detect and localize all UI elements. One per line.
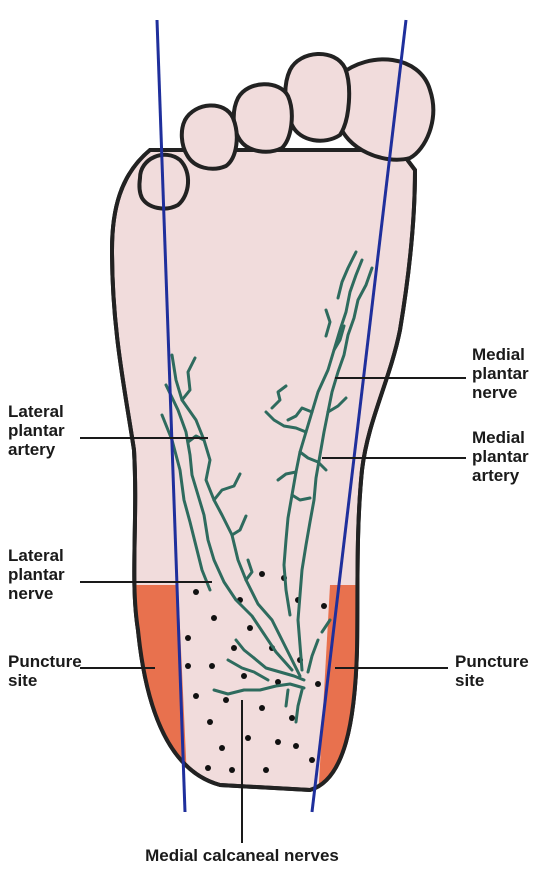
guide-line-right (310, 19, 408, 813)
label-medial-plantar-nerve: Medial plantar nerve (472, 345, 529, 402)
label-puncture-site-right: Puncture site (455, 652, 529, 690)
label-lateral-plantar-artery: Lateral plantar artery (8, 402, 65, 459)
toe-second (283, 52, 352, 143)
leader-lines (80, 377, 466, 843)
toe-fourth (179, 103, 239, 171)
guide-line-left (155, 19, 187, 813)
guide-lines (155, 19, 408, 813)
puncture-zone-left (112, 585, 188, 790)
toe-third (231, 82, 294, 154)
puncture-dots (185, 571, 327, 773)
toes (137, 52, 436, 211)
vessel-network (160, 250, 374, 724)
label-puncture-site-left: Puncture site (8, 652, 82, 690)
label-lateral-plantar-nerve: Lateral plantar nerve (8, 546, 65, 603)
label-medial-calcaneal-nerves: Medial calcaneal nerves (145, 846, 339, 865)
label-medial-plantar-artery: Medial plantar artery (472, 428, 529, 485)
